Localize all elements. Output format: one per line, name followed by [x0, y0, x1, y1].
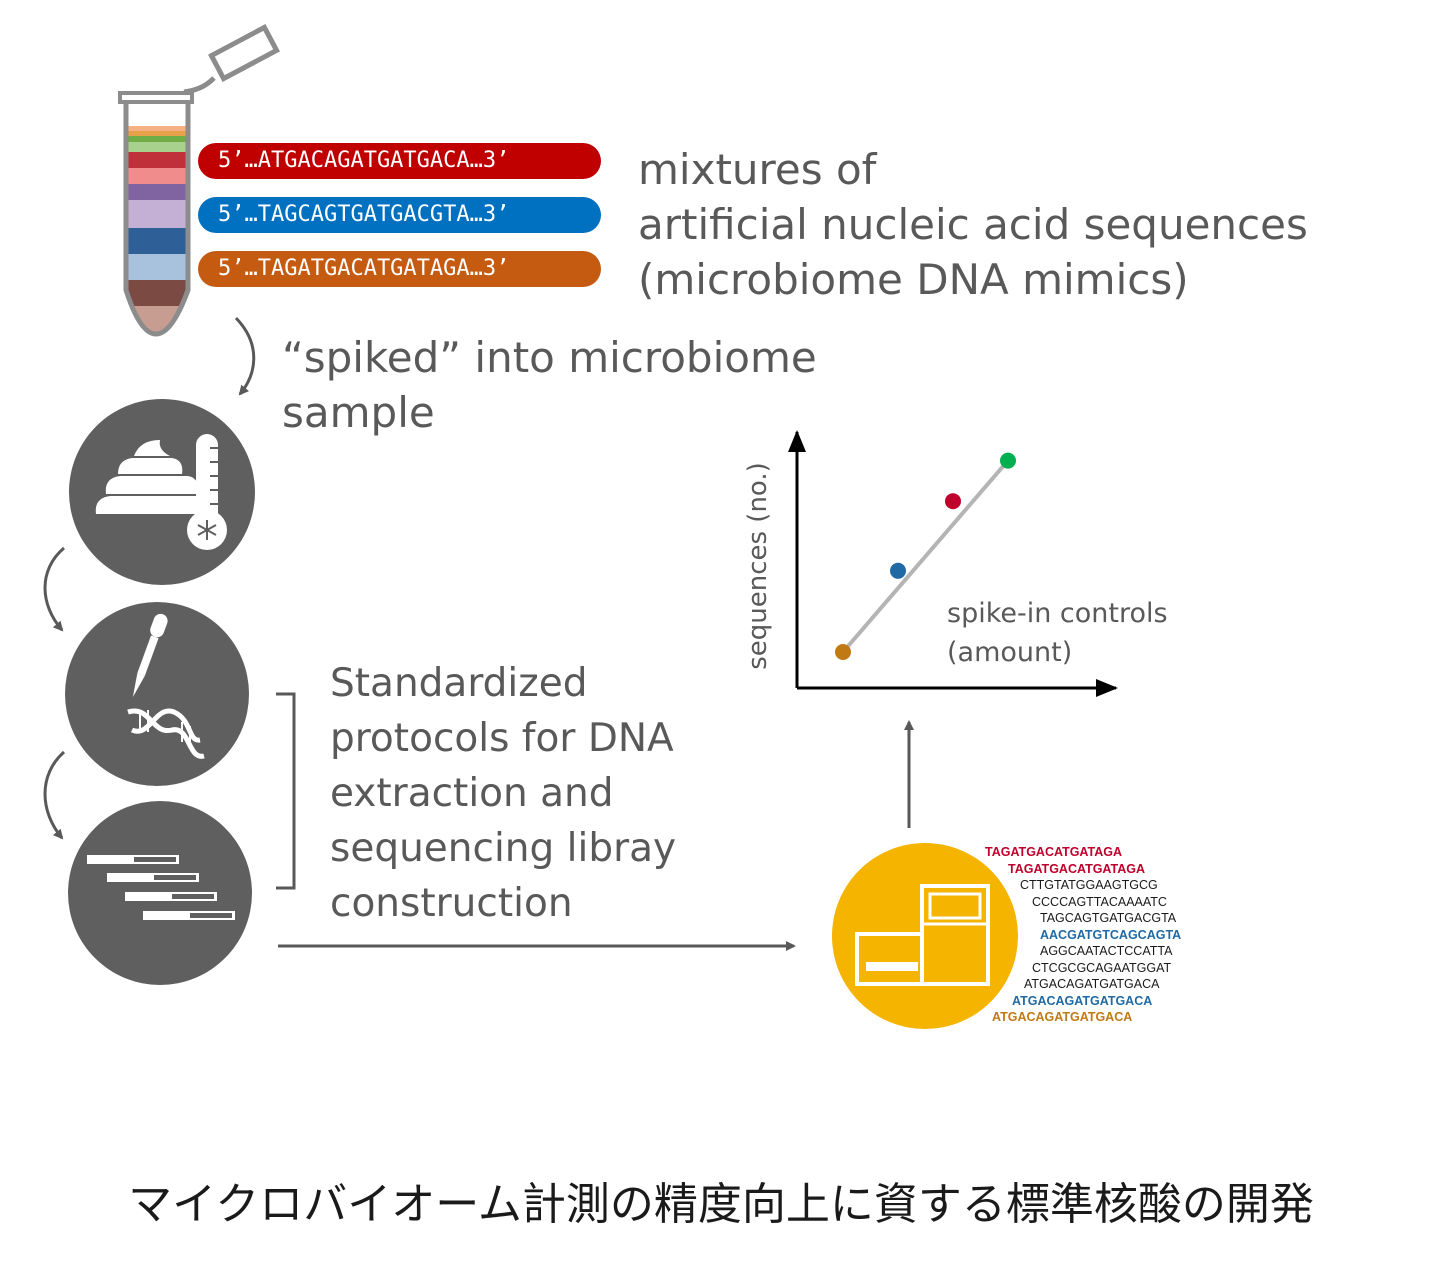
protocols-line-5: construction: [330, 881, 573, 926]
mixtures-line-3: (microbiome DNA mimics): [638, 255, 1189, 304]
spiked-line-2: sample: [282, 388, 435, 437]
sequence-read: ATGACAGATGATGACA: [1024, 977, 1160, 991]
sequence-read: CTTGTATGGAAGTGCG: [1020, 878, 1158, 892]
data-point-2: [890, 562, 906, 579]
library-construction-icon: [68, 801, 252, 985]
sequence-pill-red: 5’…ATGACAGATGATGACA…3’: [198, 143, 601, 179]
protocols-line-1: Standardized: [330, 661, 588, 706]
spiked-description: “spiked” into microbiome sample: [282, 330, 817, 440]
bracket: [276, 692, 296, 890]
sequence-read: TAGATGACATGATAGA: [985, 845, 1123, 859]
protocols-description: Standardized protocols for DNA extractio…: [330, 656, 676, 931]
data-point-3: [945, 493, 961, 510]
fit-line: [841, 459, 1010, 654]
curved-arrow-3: [43, 750, 65, 840]
sequence-read: CCCCAGTTACAAAATC: [1032, 894, 1167, 909]
y-axis-label: sequences (no.): [743, 462, 773, 670]
protocols-line-4: sequencing libray: [330, 826, 677, 871]
sequence-read: TAGCAGTGATGACGTA: [1040, 911, 1177, 925]
protocols-line-2: protocols for DNA: [330, 716, 674, 761]
mixtures-description: mixtures of artificial nucleic acid sequ…: [638, 142, 1308, 307]
x-axis-label-line-2: (amount): [947, 637, 1073, 668]
sequence-read: TAGATGACATGATAGA: [1008, 861, 1146, 876]
protocols-line-3: extraction and: [330, 771, 614, 816]
spiked-line-1: “spiked” into microbiome: [282, 333, 817, 382]
snowflake-icon: [197, 520, 217, 540]
sequence-read: AACGATGTCAGCAGTA: [1040, 927, 1182, 942]
curved-arrow-2: [43, 546, 65, 632]
sequence-read: ATGACAGATGATGACA: [1012, 993, 1153, 1008]
sequencer-icon: [832, 843, 1018, 1029]
mixtures-line-2: artificial nucleic acid sequences: [638, 200, 1308, 249]
x-axis-label-line-1: spike-in controls: [947, 598, 1168, 629]
curved-arrow-1: [234, 316, 256, 396]
x-axis-label: spike-in controls (amount): [947, 594, 1168, 672]
tube-icon: [118, 24, 280, 337]
mixtures-line-1: mixtures of: [638, 145, 877, 194]
scatter-chart: sequences (no.): [743, 430, 1118, 697]
sequence-read: ATGACAGATGATGACA: [992, 1010, 1133, 1024]
sample-storage-icon: [69, 399, 255, 585]
data-point-1: [835, 644, 851, 660]
dna-extraction-icon: [65, 602, 249, 786]
data-point-4: [1000, 452, 1016, 469]
sequence-read: CTCGCGCAGAATGGAT: [1032, 960, 1172, 975]
caption: マイクロバイオーム計測の精度向上に資する標準核酸の開発: [128, 1179, 1314, 1230]
sequence-pill-blue: 5’…TAGCAGTGATGACGTA…3’: [198, 197, 601, 233]
sequence-pill-orange: 5’…TAGATGACATGATAGA…3’: [198, 251, 601, 287]
sequence-read: AGGCAATACTCCATTA: [1040, 944, 1173, 958]
